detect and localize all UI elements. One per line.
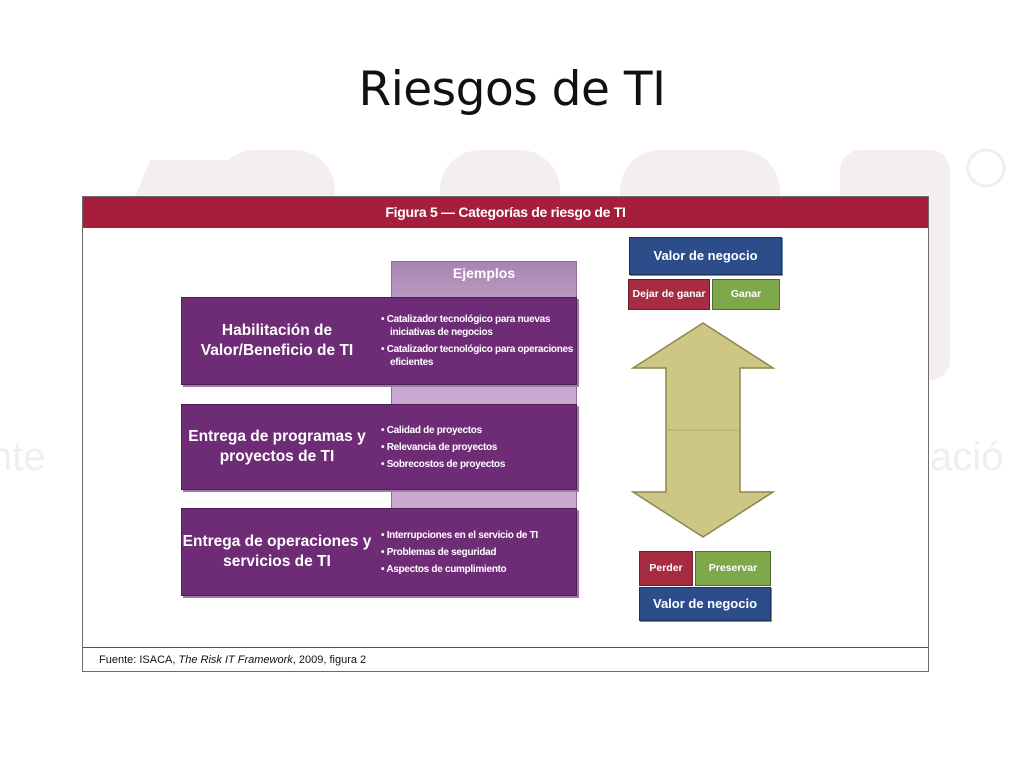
dejar-de-ganar-box: Dejar de ganar	[628, 279, 710, 310]
category-row-programas: Entrega de programas y proyectos de TI C…	[181, 404, 577, 490]
category-label: Habilitación de Valor/Beneficio de TI	[200, 322, 354, 359]
svg-text:nte: nte	[0, 435, 46, 479]
example-item: Interrupciones en el servicio de TI	[378, 529, 576, 542]
category-row-valor: Habilitación de Valor/Beneficio de TI Ca…	[181, 297, 577, 385]
example-item: Relevancia de proyectos	[378, 441, 576, 454]
category-row-operaciones: Entrega de operaciones y servicios de TI…	[181, 508, 577, 596]
category-label: Entrega de programas y proyectos de TI	[188, 428, 366, 465]
perder-box: Perder	[639, 551, 693, 586]
source-title: The Risk IT Framework	[178, 654, 293, 666]
example-item: Calidad de proyectos	[378, 424, 576, 437]
figure-source: Fuente: ISACA, The Risk IT Framework, 20…	[83, 647, 928, 671]
example-item: Aspectos de cumplimiento	[378, 563, 576, 576]
example-item: Catalizador tecnológico para nuevas inic…	[378, 313, 576, 339]
source-suffix: , 2009, figura 2	[292, 654, 367, 666]
valor-negocio-bottom: Valor de negocio	[639, 587, 771, 621]
figure-header: Figura 5 — Categorías de riesgo de TI	[83, 197, 928, 228]
example-item: Sobrecostos de proyectos	[378, 458, 576, 471]
examples-header: Ejemplos	[392, 262, 576, 298]
source-prefix: Fuente: ISACA,	[99, 654, 179, 666]
example-list: Interrupciones en el servicio de TI Prob…	[378, 509, 576, 595]
slide-title: Riesgos de TI	[358, 62, 666, 117]
svg-text:ació: ació	[930, 435, 1003, 479]
double-arrow-icon	[630, 322, 776, 538]
figure-categorias-riesgo: Figura 5 — Categorías de riesgo de TI Ej…	[82, 196, 929, 672]
example-list: Calidad de proyectos Relevancia de proye…	[378, 405, 576, 489]
ganar-box: Ganar	[712, 279, 780, 310]
example-list: Catalizador tecnológico para nuevas inic…	[378, 298, 576, 384]
example-item: Problemas de seguridad	[378, 546, 576, 559]
example-item: Catalizador tecnológico para operaciones…	[378, 343, 576, 369]
valor-negocio-top: Valor de negocio	[629, 237, 782, 275]
category-label: Entrega de operaciones y servicios de TI	[182, 533, 372, 570]
preservar-box: Preservar	[695, 551, 771, 586]
